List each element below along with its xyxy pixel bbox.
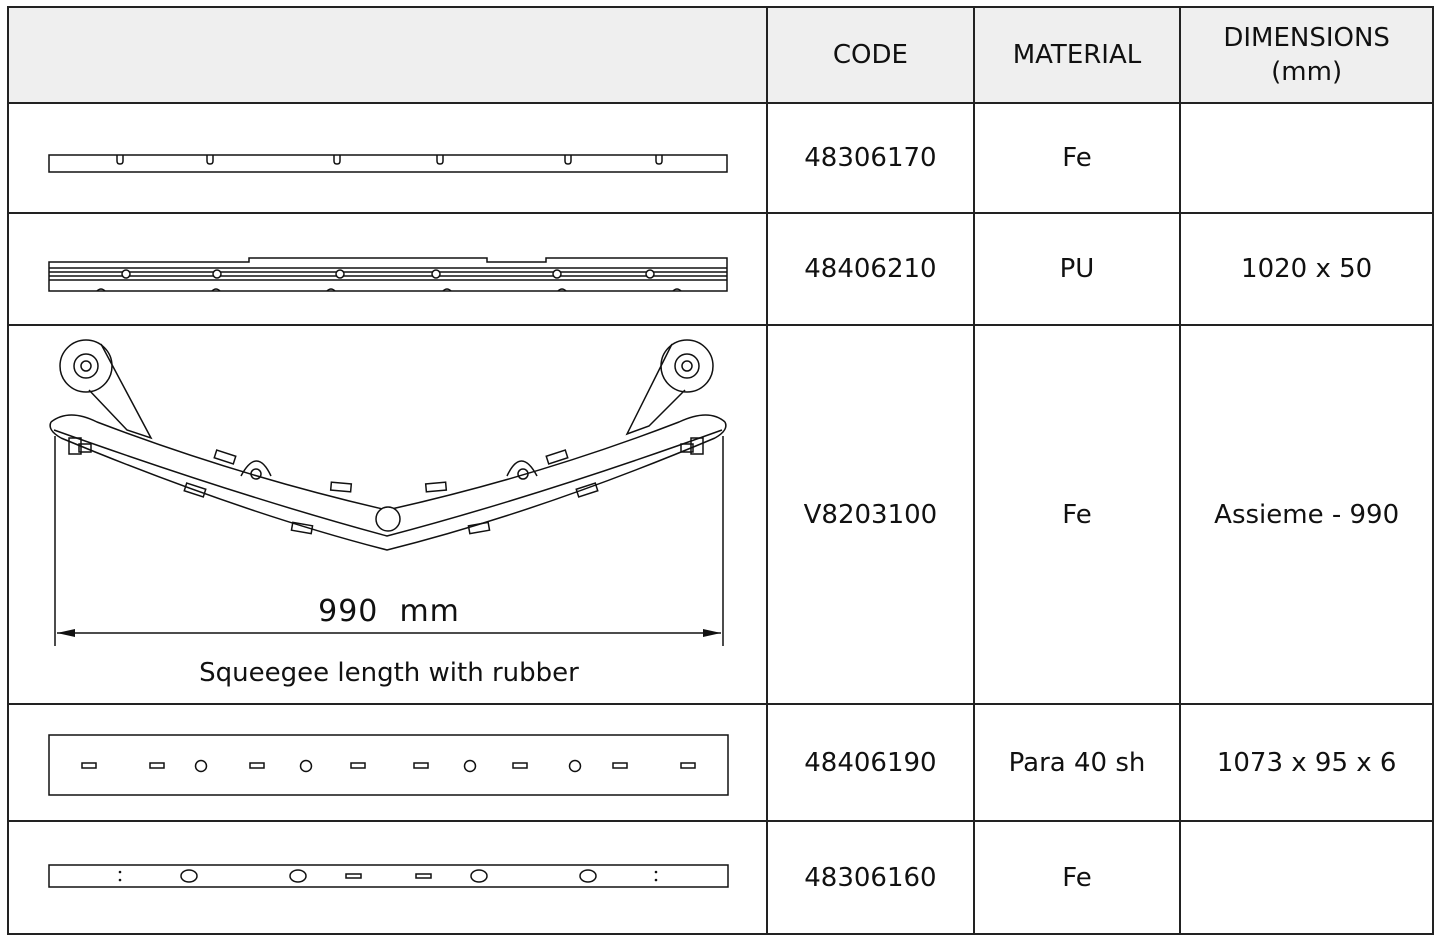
parts-table: CODE MATERIAL DIMENSIONS (mm) 48306170 [6,6,1434,935]
code-cell: 48406210 [766,212,975,326]
part-drawing-cell [6,212,769,326]
code-cell: V8203100 [766,324,975,705]
code-cell: 48306170 [766,102,975,214]
header-material: MATERIAL [972,6,1182,104]
notched-bar-drawing [48,154,728,173]
table-row: 48406210 PU 1020 x 50 [6,212,1434,326]
part-drawing-cell: 990 mm Squeegee length with rubber [6,324,769,705]
material-cell: Para 40 sh [972,703,1182,822]
material-cell: Fe [972,324,1182,705]
material-cell: Fe [972,820,1182,935]
material-cell: Fe [972,102,1182,214]
table-header-row: CODE MATERIAL DIMENSIONS (mm) [6,6,1434,104]
table-row: 48306170 Fe [6,102,1434,214]
header-code: CODE [766,6,975,104]
part-drawing-cell [6,820,769,935]
perforated-plate-drawing [48,734,729,796]
dimensions-cell: 1073 x 95 x 6 [1179,703,1434,822]
dimension-label: 990 mm [318,594,460,629]
header-dimensions: DIMENSIONS (mm) [1179,6,1434,104]
header-dimensions-label: DIMENSIONS [1223,23,1390,53]
drawing-caption: Squeegee length with rubber [199,658,579,688]
dimensions-cell [1179,820,1434,935]
dimensions-cell: Assieme - 990 [1179,324,1434,705]
table-row: 48406190 Para 40 sh 1073 x 95 x 6 [6,703,1434,822]
table-row: 48306160 Fe [6,820,1434,935]
header-dimensions-unit: (mm) [1271,57,1343,87]
code-cell: 48406190 [766,703,975,822]
code-cell: 48306160 [766,820,975,935]
dimensions-cell [1179,102,1434,214]
dimensions-cell: 1020 x 50 [1179,212,1434,326]
table-row: 990 mm Squeegee length with rubber V8203… [6,324,1434,705]
part-drawing-cell [6,703,769,822]
header-image-cell [6,6,769,104]
rubber-blade-drawing [48,257,728,292]
squeegee-assembly-drawing: 990 mm Squeegee length with rubber [49,339,727,688]
part-drawing-cell [6,102,769,214]
slotted-strip-drawing [48,864,729,888]
material-cell: PU [972,212,1182,326]
